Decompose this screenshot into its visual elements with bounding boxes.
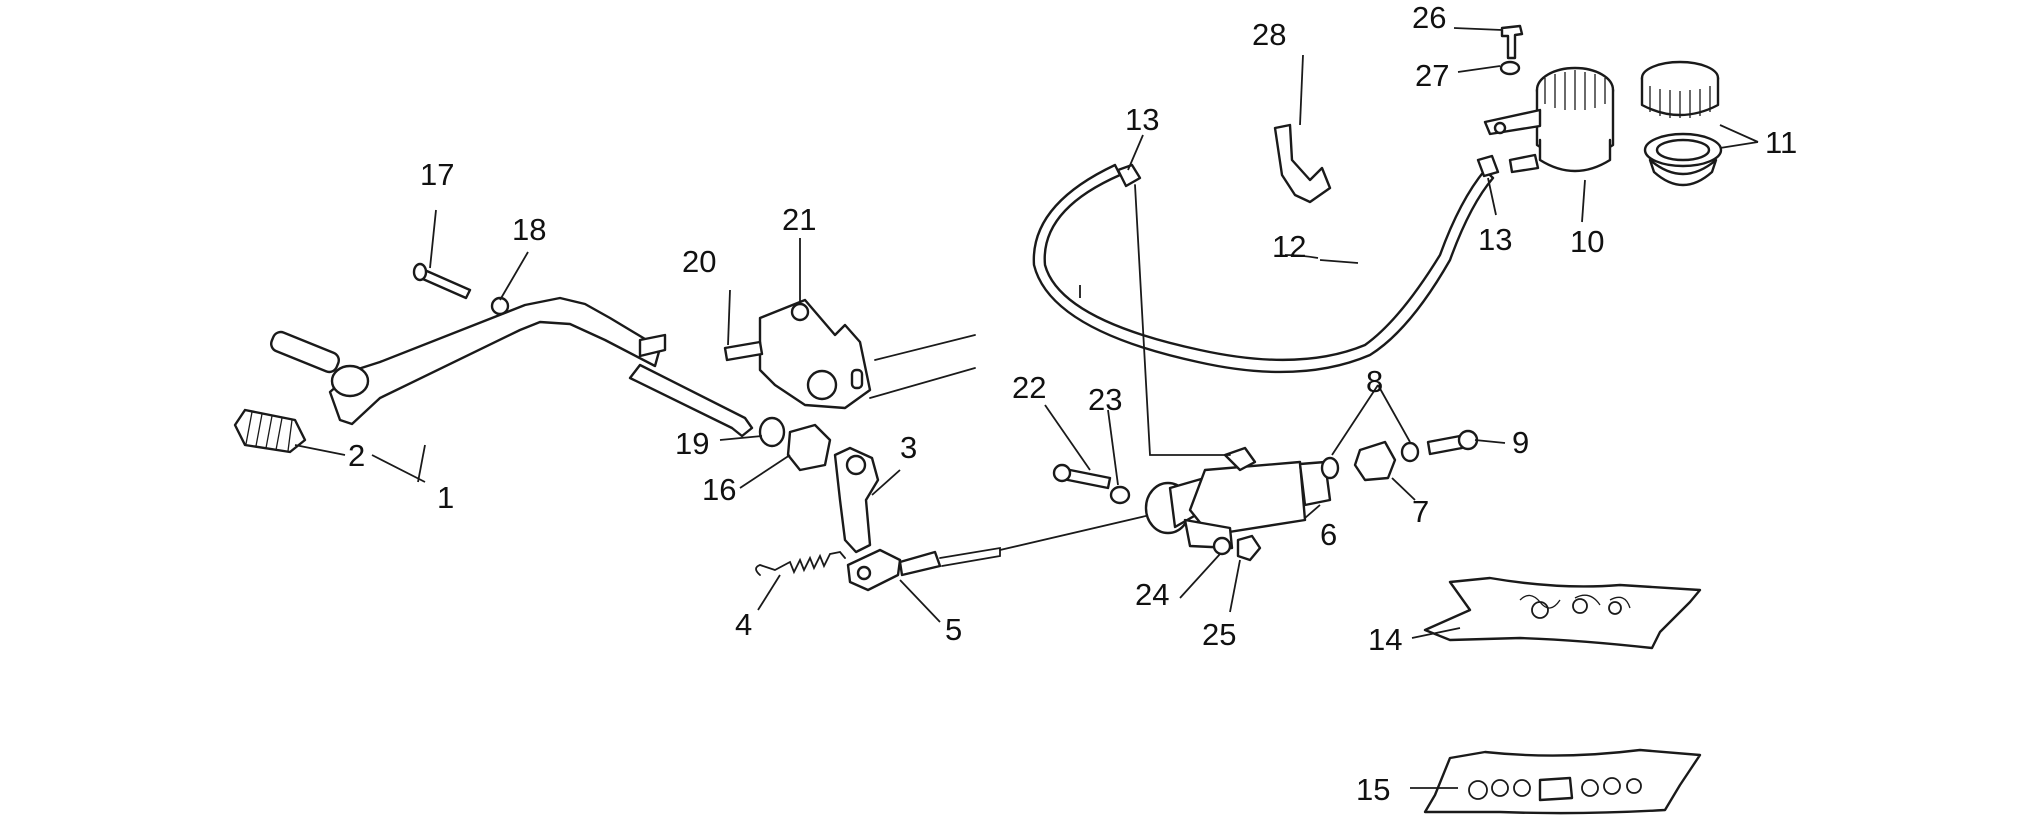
callout-13-right: 13 bbox=[1478, 222, 1512, 257]
callout-labels: 1 2 3 4 5 6 7 8 9 10 11 12 13 13 14 15 1… bbox=[348, 0, 1797, 807]
callout-2: 2 bbox=[348, 438, 365, 473]
brake-pedal-lever bbox=[270, 296, 754, 438]
repair-kit-bag-upper bbox=[1423, 576, 1702, 650]
callout-11: 11 bbox=[1765, 125, 1797, 160]
callout-7: 7 bbox=[1412, 494, 1429, 529]
repair-kit-bag-lower bbox=[1423, 748, 1702, 815]
callout-10: 10 bbox=[1570, 224, 1604, 259]
hose-clip-left bbox=[1116, 163, 1142, 188]
banjo-washer-right bbox=[1400, 441, 1420, 463]
banjo-bolt bbox=[1426, 429, 1479, 456]
pedal-bolt bbox=[412, 262, 472, 300]
callout-17: 17 bbox=[420, 157, 454, 192]
hose-bracket bbox=[1273, 123, 1332, 204]
fluid-hose bbox=[1032, 163, 1495, 374]
callout-19: 19 bbox=[675, 426, 709, 461]
pivot-washer bbox=[758, 416, 786, 448]
callout-1: 1 bbox=[437, 480, 454, 515]
callout-9: 9 bbox=[1512, 425, 1529, 460]
hose-connection-line bbox=[1134, 184, 1231, 456]
callout-15: 15 bbox=[1356, 772, 1390, 807]
callout-28: 28 bbox=[1252, 17, 1286, 52]
master-cylinder bbox=[1144, 446, 1332, 550]
frame-bracket bbox=[723, 298, 976, 410]
callout-24: 24 bbox=[1135, 577, 1169, 612]
reservoir-seal bbox=[1643, 132, 1723, 187]
callout-8: 8 bbox=[1366, 364, 1383, 399]
callout-12: 12 bbox=[1272, 229, 1306, 264]
callout-4: 4 bbox=[735, 607, 752, 642]
callout-14: 14 bbox=[1368, 622, 1402, 657]
pedal-nut bbox=[490, 296, 510, 316]
banjo-union bbox=[1353, 440, 1397, 482]
cylinder-nut bbox=[1236, 534, 1262, 562]
callout-13-left: 13 bbox=[1125, 102, 1159, 137]
callout-16: 16 bbox=[702, 472, 736, 507]
callout-22: 22 bbox=[1012, 370, 1046, 405]
cylinder-washer-bottom bbox=[1212, 536, 1232, 556]
callout-26: 26 bbox=[1412, 0, 1446, 35]
cylinder-bolt bbox=[1052, 463, 1112, 490]
callout-20: 20 bbox=[682, 244, 716, 279]
clevis-pushrod bbox=[846, 514, 1151, 592]
callout-21: 21 bbox=[782, 202, 816, 237]
leader-lines bbox=[294, 27, 1759, 789]
callout-18: 18 bbox=[512, 212, 546, 247]
reservoir-screw bbox=[1500, 24, 1524, 60]
reservoir-cap bbox=[1640, 60, 1720, 118]
banjo-washer-left bbox=[1320, 456, 1340, 480]
cylinder-washer-top bbox=[1109, 485, 1131, 505]
pivot-bushing bbox=[786, 423, 832, 472]
reservoir-washer bbox=[1499, 60, 1521, 76]
callout-6: 6 bbox=[1320, 517, 1337, 552]
operating-lever bbox=[833, 446, 880, 554]
pedal-rubber bbox=[233, 408, 307, 454]
callout-3: 3 bbox=[900, 430, 917, 465]
return-spring bbox=[755, 551, 846, 576]
callout-25: 25 bbox=[1202, 617, 1236, 652]
callout-27: 27 bbox=[1415, 58, 1449, 93]
callout-23: 23 bbox=[1088, 382, 1122, 417]
callout-5: 5 bbox=[945, 612, 962, 647]
fluid-reservoir bbox=[1483, 66, 1615, 174]
hose-clip-right bbox=[1476, 154, 1500, 178]
